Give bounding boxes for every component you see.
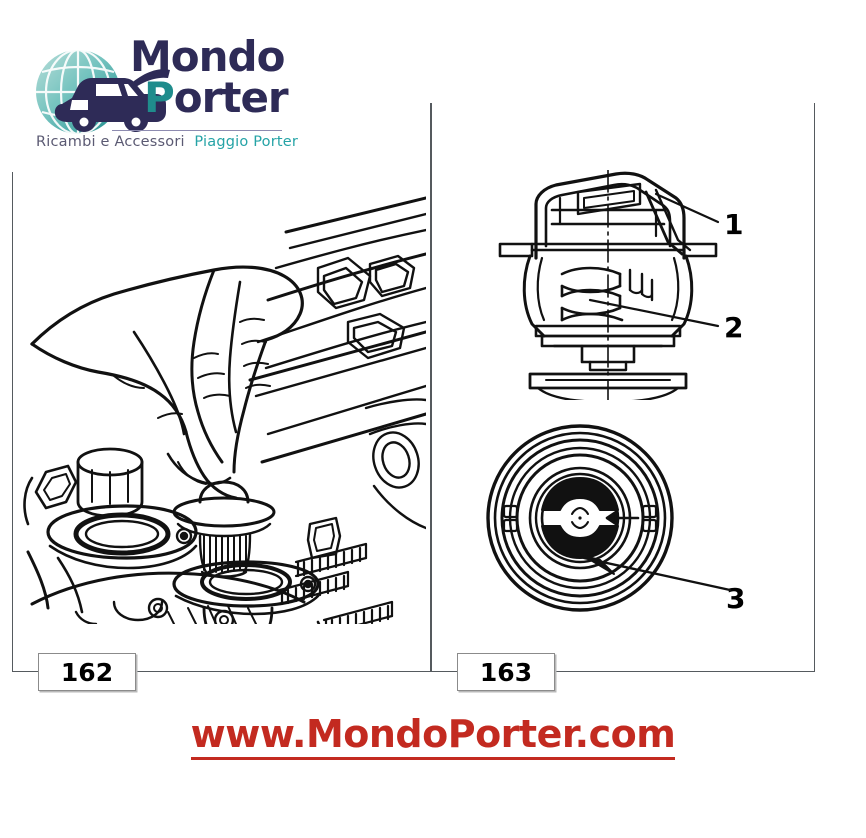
illustration-thermostat-section [470,170,800,400]
logo-word-porter-rest: orter [173,73,289,122]
figure-number-box-163: 163 [457,653,555,691]
diagram-sheet-frame [12,103,815,672]
brand-logo[interactable]: Mondo Porter [34,34,324,159]
logo-letter-p: P [144,73,175,122]
logo-underline-rule [112,130,282,131]
frame-left-gap [11,103,14,172]
tagline-primary: Ricambi e Accessori [36,134,185,150]
callout-label-1: 1 [724,208,744,241]
footer-website-url[interactable]: www.MondoPorter.com [0,712,866,760]
logo-wordmark: Mondo Porter [106,34,326,144]
figure-number-box-162: 162 [38,653,136,691]
illustration-hand-installing-thermostat [18,172,426,624]
logo-word-mondo: Mondo [130,32,285,81]
van-silhouette-icon [52,68,172,136]
footer-url-text: www.MondoPorter.com [190,712,676,760]
logo-word-porter: Porter [144,77,289,119]
illustration-thermostat-top-view [480,418,800,633]
tagline-secondary: Piaggio Porter [194,134,299,150]
brand-tagline: Ricambi e Accessori Piaggio Porter [36,134,298,150]
callout-label-2: 2 [724,311,744,344]
panel-divider [430,103,432,672]
